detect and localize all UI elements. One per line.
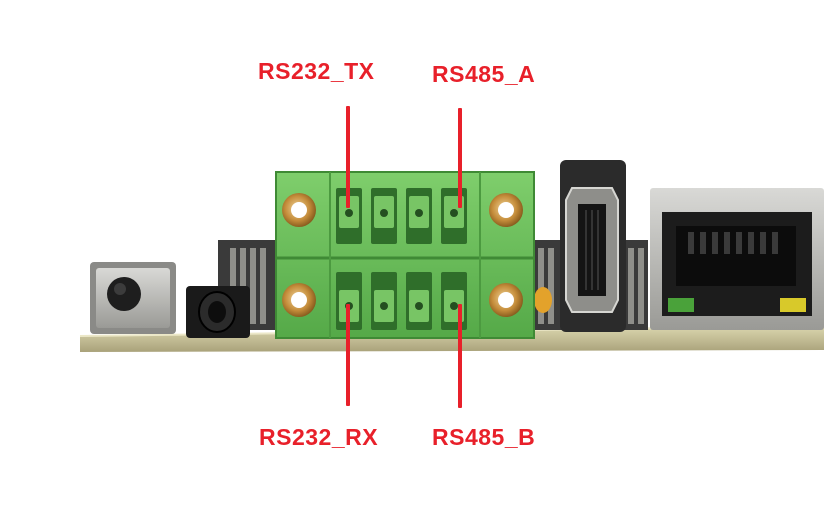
- rs485-b-leader-line: [458, 304, 462, 408]
- terminal-block: [275, 171, 535, 339]
- rs232-rx-leader-line: [346, 304, 350, 406]
- hdmi-port: [560, 160, 626, 332]
- label-rs232-tx: RS232_TX: [258, 58, 375, 84]
- label-rs485-b: RS485_B: [432, 424, 536, 450]
- audio-jack: [186, 286, 250, 338]
- ethernet-port: [650, 188, 824, 330]
- label-rs232-rx: RS232_RX: [259, 424, 379, 450]
- reset-button: [90, 262, 176, 334]
- label-rs485-a: RS485_A: [432, 61, 536, 87]
- brass-insert: [282, 193, 523, 317]
- rs485-a-leader-line: [458, 108, 462, 208]
- rs232-tx-leader-line: [346, 106, 350, 208]
